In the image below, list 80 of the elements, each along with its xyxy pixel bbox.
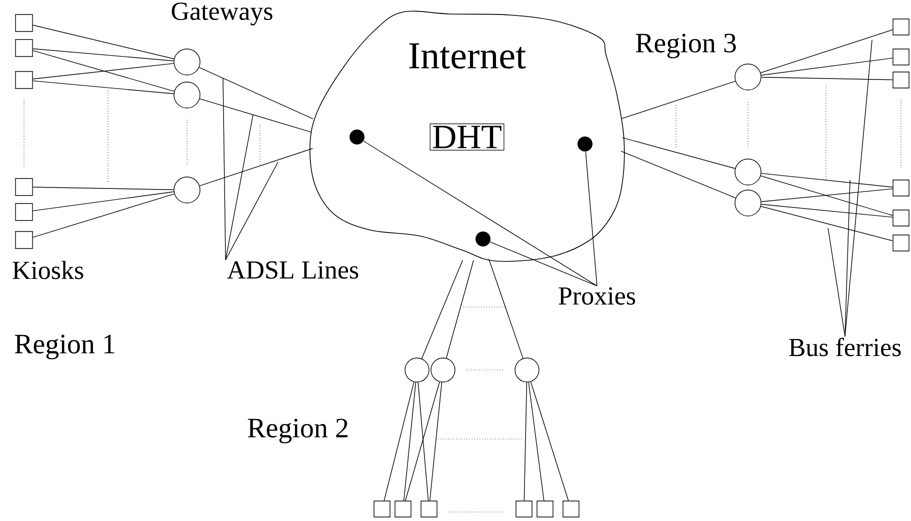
leader-line [585, 151, 598, 286]
link-line [418, 382, 429, 501]
leader-line [622, 137, 736, 169]
link-line [760, 58, 893, 76]
link-line [524, 382, 528, 501]
gateway-circle [174, 48, 200, 76]
leader-line [488, 258, 524, 359]
gateway-circle [514, 358, 540, 382]
leader-line [421, 260, 463, 359]
leader-line [222, 78, 226, 260]
link-line [32, 194, 175, 238]
link-line [530, 381, 569, 501]
leader-line [828, 228, 846, 337]
leader-line [844, 180, 850, 337]
link-line [404, 382, 416, 501]
text-label: Region 3 [636, 34, 736, 58]
kiosk-square [516, 500, 532, 518]
link-line [405, 382, 440, 501]
kiosk-square [892, 180, 910, 196]
kiosk-square [374, 500, 390, 518]
kiosk-square [536, 500, 554, 518]
kiosk-square [394, 500, 412, 518]
leader-line [620, 150, 736, 198]
link-line [760, 188, 893, 202]
link-line [384, 382, 414, 501]
leader-line [225, 162, 278, 260]
callout-text: Proxies [558, 287, 636, 305]
kiosk-square [562, 500, 580, 518]
callout-text: ADSL Lines [227, 261, 358, 279]
leader-line [225, 114, 254, 260]
link-line [760, 206, 893, 242]
gateway-circle [174, 176, 200, 204]
link-line [761, 76, 893, 80]
kiosk-square [892, 18, 910, 36]
link-line [32, 186, 174, 190]
text-label: Gateways [172, 2, 272, 26]
kiosk-square [892, 234, 910, 252]
kiosk-square [420, 500, 438, 518]
link-line [430, 382, 442, 501]
text-label: Kiosks [12, 260, 84, 280]
link-line [760, 175, 893, 216]
link-line [760, 204, 893, 218]
kiosk-square [15, 203, 33, 221]
kiosk-square [892, 210, 910, 226]
proxy-dot [578, 136, 592, 152]
link-line [32, 50, 175, 92]
link-line [760, 173, 893, 188]
link-line [32, 24, 174, 60]
link-line [528, 382, 544, 501]
gateway-circle [734, 190, 762, 216]
link-line [32, 191, 174, 212]
leader-line [363, 140, 598, 286]
dht-box: DHT [430, 124, 504, 150]
link-line [198, 67, 314, 120]
gateway-circle [174, 82, 200, 108]
leader-line [620, 80, 736, 120]
text-label: Region 1 [14, 334, 114, 360]
link-line [199, 98, 312, 133]
gateway-circle [404, 358, 430, 382]
kiosk-square [15, 231, 33, 249]
link-line [199, 148, 313, 186]
leader-line [490, 242, 598, 286]
kiosk-square [15, 178, 33, 196]
proxy-dot [350, 130, 364, 144]
kiosk-square [15, 71, 33, 89]
kiosk-square [892, 72, 910, 88]
kiosk-square [892, 48, 910, 66]
link-line [760, 29, 893, 74]
callout-text: Bus ferries [789, 338, 901, 356]
gateway-circle [734, 64, 762, 90]
link-line [32, 48, 174, 62]
proxy-dot [476, 232, 490, 246]
leader-line [446, 260, 474, 358]
text-label: Region 2 [248, 418, 348, 444]
kiosk-square [15, 39, 33, 57]
link-line [32, 63, 174, 80]
kiosk-square [15, 14, 33, 32]
link-line [32, 80, 174, 94]
gateway-circle [430, 358, 456, 382]
gateway-circle [734, 158, 762, 186]
